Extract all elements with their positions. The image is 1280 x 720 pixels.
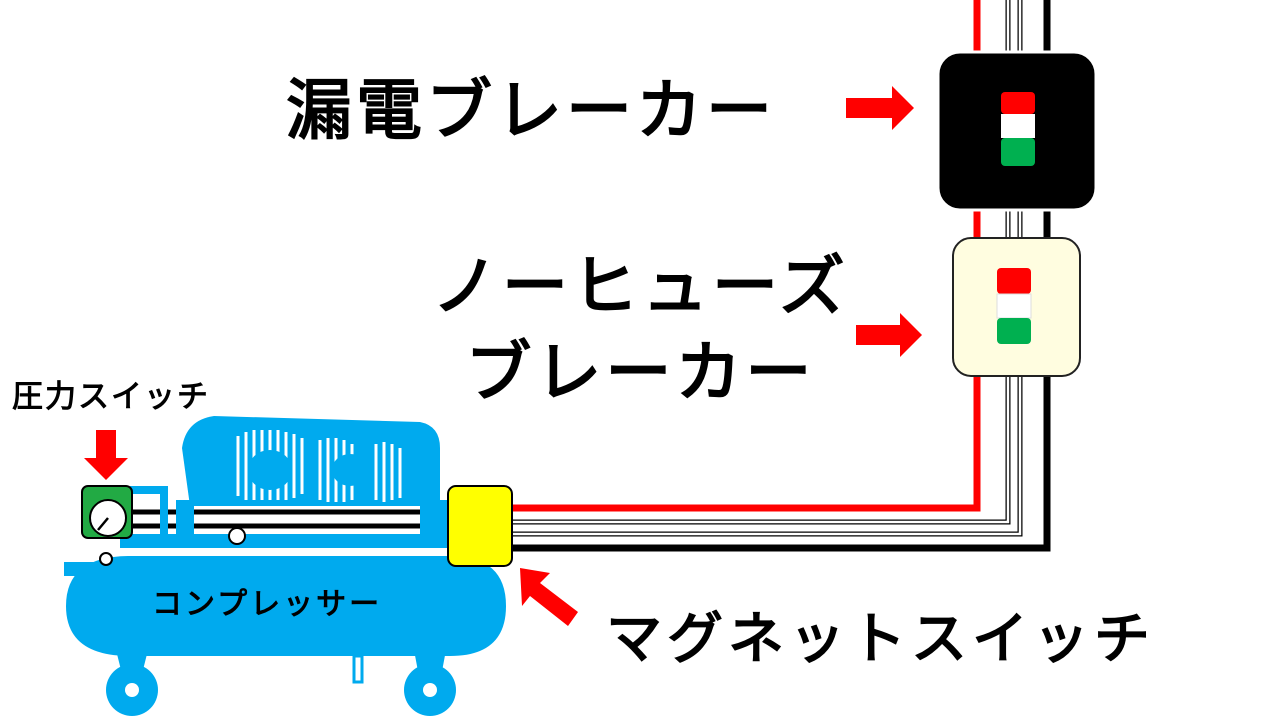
fan-hub-2 — [332, 454, 368, 486]
arrows — [84, 86, 922, 626]
mccb-indicator-green — [997, 318, 1031, 344]
tank-plug — [352, 654, 364, 684]
fan-guard — [236, 430, 402, 502]
compressor — [64, 416, 506, 716]
no-fuse-breaker — [952, 237, 1081, 377]
pressure-switch — [81, 485, 133, 539]
tank-drain — [99, 552, 113, 566]
label-earth-leakage-breaker: 漏電ブレーカー — [286, 72, 776, 149]
label-magnetic-switch: マグネットスイッチ — [606, 607, 1155, 672]
label-pressure-switch: 圧力スイッチ — [12, 379, 210, 415]
compressor-post-right — [420, 500, 450, 548]
compressor-rail — [120, 534, 450, 548]
fan-hub — [248, 450, 292, 490]
tank-valve — [64, 562, 104, 576]
arrow-right-icon — [846, 86, 914, 130]
compressor-bolt — [228, 527, 246, 545]
label-no-fuse-breaker-line1: ノーヒューズ — [432, 248, 849, 325]
magnetic-switch-box — [447, 485, 513, 567]
earth-leakage-breaker — [936, 50, 1098, 212]
mccb-indicator-red — [997, 268, 1031, 294]
arrow-right-icon — [856, 313, 922, 357]
elcb-indicator-white — [1001, 114, 1035, 138]
compressor-post-left — [176, 500, 194, 548]
elcb-indicator-red — [1001, 92, 1035, 114]
wheel-right-hub — [423, 683, 437, 697]
label-no-fuse-breaker-line2: ブレーカー — [465, 334, 816, 411]
gauge-needle — [97, 517, 109, 531]
mccb-indicator-white — [996, 293, 1032, 319]
elcb-indicator-green — [1001, 138, 1035, 166]
wheel-left-hub — [125, 683, 139, 697]
label-no-fuse-breaker: ノーヒューズ ブレーカー — [432, 244, 849, 416]
arrow-up-left-icon — [520, 568, 578, 626]
label-compressor: コンプレッサー — [152, 587, 383, 622]
compressor-tank — [66, 556, 506, 656]
arrow-down-icon — [84, 430, 128, 480]
